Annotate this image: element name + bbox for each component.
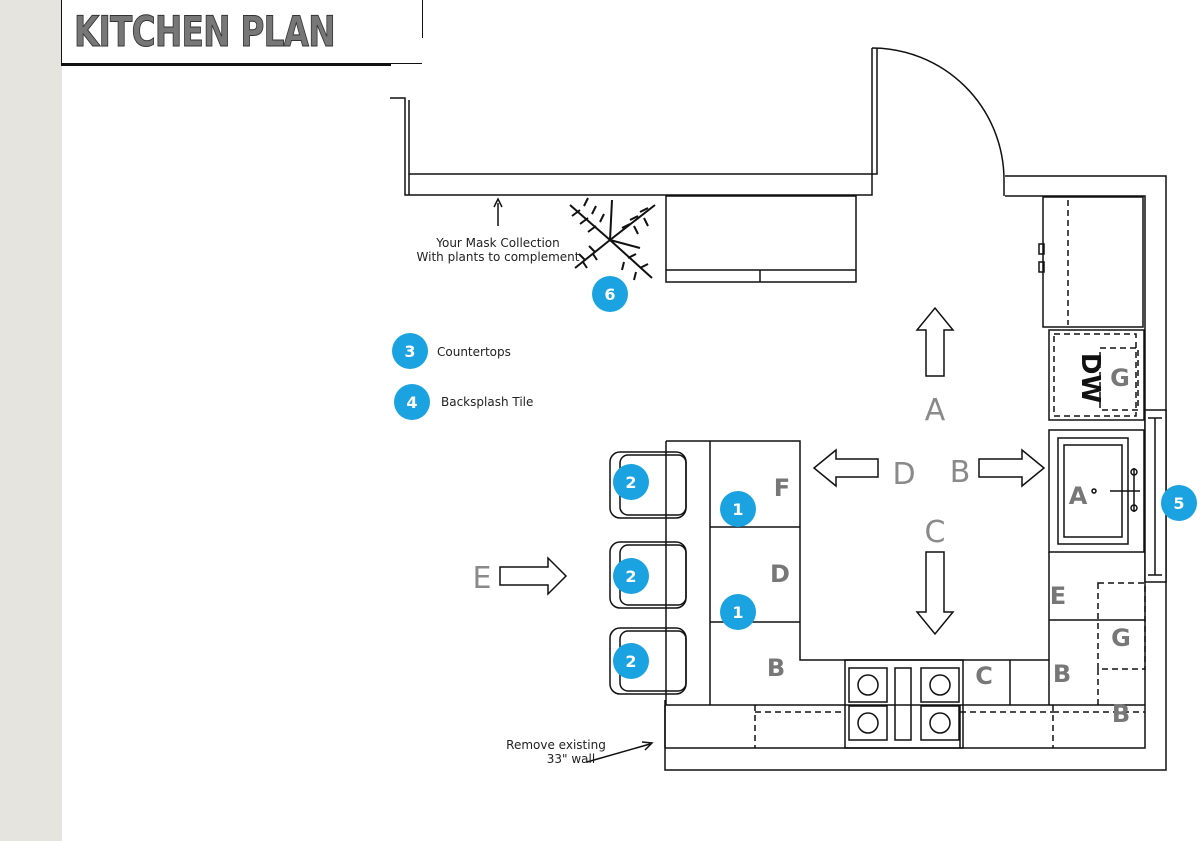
- arrow-up: [915, 306, 955, 377]
- badge-2c-text: 2: [625, 652, 636, 671]
- badge-6: [592, 276, 628, 312]
- letter-g-top: G: [1110, 364, 1130, 392]
- remove-wall-label: Remove existing 33" wall: [500, 738, 612, 766]
- badge-1b: [720, 594, 756, 630]
- letter-arrow-a: A: [925, 393, 946, 428]
- badge-2b-text: 2: [625, 567, 636, 586]
- badge-2a-text: 2: [625, 473, 636, 492]
- badge-2b: [613, 558, 649, 594]
- letter-range-c: C: [975, 662, 993, 690]
- letter-right-g: G: [1111, 624, 1131, 652]
- arrow-right: [978, 448, 1046, 488]
- page-title: KITCHEN PLAN: [74, 7, 336, 57]
- badge-1b-text: 1: [732, 603, 743, 622]
- letter-arrow-e: E: [473, 561, 492, 596]
- wall-pointer: [586, 743, 651, 763]
- mask-label-line1: Your Mask Collection: [436, 236, 560, 250]
- arrow-east: [499, 556, 568, 596]
- letter-dw: DW: [1075, 353, 1105, 403]
- badge-3-text: 3: [404, 342, 415, 361]
- badge-6-text: 6: [604, 285, 615, 304]
- letter-arrow-d: D: [892, 457, 915, 492]
- badge-2c: [613, 643, 649, 679]
- legend-countertops: Countertops: [437, 345, 511, 359]
- letter-island-d: D: [770, 560, 790, 588]
- mask-label-line2: With plants to complement: [416, 250, 580, 264]
- legend-backsplash: Backsplash Tile: [441, 395, 534, 409]
- letter-right-e: E: [1050, 582, 1066, 610]
- upper-cabinet: [665, 195, 857, 283]
- island-top: [666, 440, 1049, 661]
- letter-right-b1: B: [1053, 660, 1071, 688]
- side-strip: [0, 0, 62, 841]
- badge-2a: [613, 464, 649, 500]
- arrow-left: [812, 448, 879, 488]
- badge-1a-text: 1: [732, 500, 743, 519]
- arrow-down: [915, 551, 955, 636]
- badge-1a: [720, 491, 756, 527]
- letter-island-f: F: [774, 474, 790, 502]
- badge-3: [392, 333, 428, 369]
- badges: [392, 276, 1197, 679]
- top-wall-inner: [408, 48, 878, 175]
- range: [844, 659, 964, 749]
- fridge: [1042, 196, 1144, 328]
- door-swing: [871, 47, 1005, 181]
- top-wall: [390, 48, 873, 196]
- sink-cabinet: [1048, 429, 1145, 553]
- letter-island-b: B: [767, 654, 785, 682]
- title-underline: [61, 64, 391, 66]
- plant-icon: [569, 197, 656, 281]
- dw-cabinet: [1048, 329, 1145, 421]
- badge-4: [394, 384, 430, 420]
- remove-label-line1: Remove existing: [506, 738, 606, 752]
- remove-label-line2: 33" wall: [546, 752, 596, 766]
- letter-arrow-b: B: [950, 455, 971, 490]
- letter-sink-a: A: [1069, 482, 1088, 510]
- letter-arrow-c: C: [925, 515, 946, 550]
- badge-5-text: 5: [1173, 494, 1184, 513]
- title-box: KITCHEN PLAN: [61, 0, 423, 64]
- mask-label: Your Mask Collection With plants to comp…: [400, 236, 596, 264]
- badge-4-text: 4: [406, 393, 417, 412]
- badge-5: [1161, 485, 1197, 521]
- letter-right-b2: B: [1112, 700, 1130, 728]
